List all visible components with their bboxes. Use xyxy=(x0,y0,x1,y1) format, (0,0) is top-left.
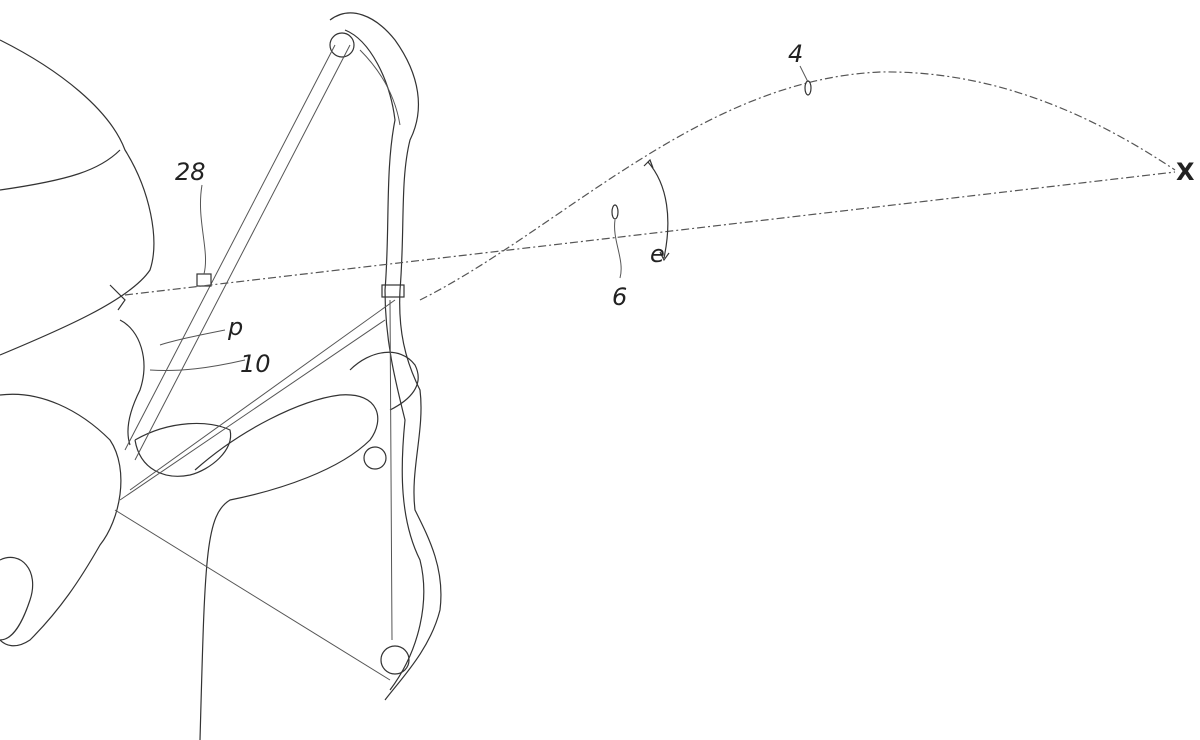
label-trajectory: 4 xyxy=(788,40,803,68)
label-peep-sight: 28 xyxy=(175,158,206,186)
bottom-cam xyxy=(380,645,410,675)
bow-string xyxy=(114,44,396,681)
archer-hand xyxy=(0,319,419,740)
label-angle: e xyxy=(650,240,665,268)
sight-line-marker xyxy=(611,204,619,220)
stabilizer-knob xyxy=(363,446,387,470)
archer-head xyxy=(0,39,155,356)
label-anchor-point: p xyxy=(227,313,243,341)
trajectory-marker xyxy=(804,80,812,96)
angle-arc xyxy=(647,161,669,259)
top-cam xyxy=(329,32,355,58)
compound-bow xyxy=(329,12,442,701)
peep-sight xyxy=(196,273,212,287)
label-eye-reference: 10 xyxy=(240,350,271,378)
label-line-of-sight: 6 xyxy=(612,283,627,311)
line-of-sight xyxy=(124,171,1176,296)
arrow-trajectory xyxy=(419,71,1176,301)
label-target: X xyxy=(1176,158,1195,186)
arrow-rest xyxy=(381,284,405,298)
